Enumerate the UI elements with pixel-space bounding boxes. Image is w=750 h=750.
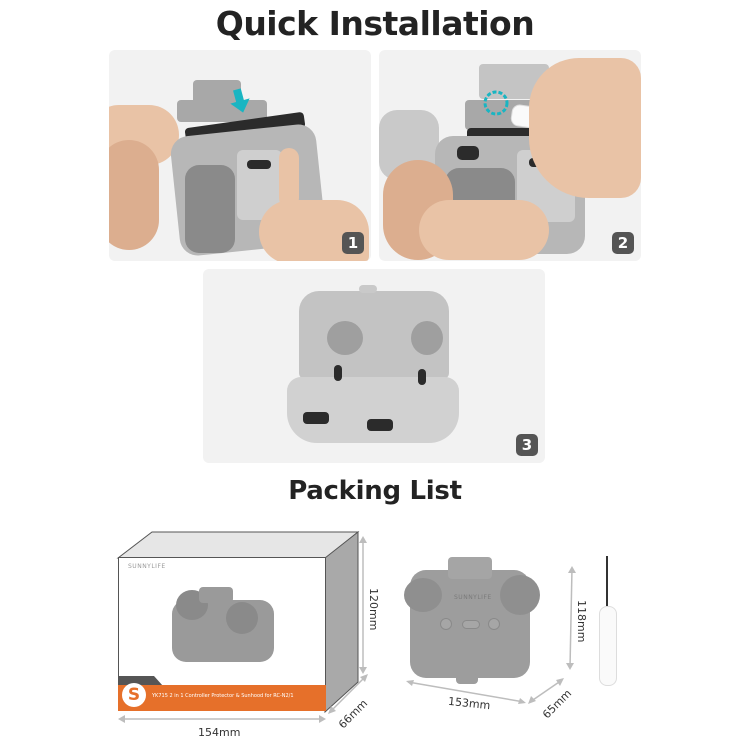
product-depth-arrow [528, 678, 564, 704]
controller-button [457, 146, 479, 160]
installation-step-3: 3 [203, 269, 545, 463]
box-height-arrow [359, 536, 367, 674]
product-width-arrow [406, 680, 526, 704]
box-controller-right-dome [226, 602, 258, 634]
left-port [303, 412, 329, 424]
step-number-badge: 2 [612, 232, 634, 254]
product-bottom-clip [456, 674, 478, 684]
sunhood-right-dome [411, 321, 443, 355]
box-width-label: 154mm [198, 726, 241, 739]
box-brand-logo: SUNNYLIFE [128, 563, 166, 570]
product-button-left [440, 618, 452, 630]
product-button-center [462, 620, 480, 629]
controller-back-left [185, 165, 235, 253]
right-port [367, 419, 393, 431]
box-controller-clip [199, 587, 233, 603]
right-hand [529, 58, 641, 198]
left-stick [334, 365, 342, 381]
right-thumb [279, 148, 299, 208]
down-arrow-teal-icon [230, 88, 250, 113]
product-right-dome [500, 575, 540, 615]
screwdriver-handle [599, 606, 617, 686]
screwdriver-shaft [606, 556, 608, 606]
product-top-clip [448, 557, 492, 579]
packing-list-title: Packing List [288, 476, 462, 506]
quick-installation-title: Quick Installation [215, 4, 535, 43]
box-product-caption: YK715 2 in 1 Controller Protector & Sunh… [152, 693, 294, 699]
left-palm [419, 200, 549, 260]
installation-step-2: 2 [379, 50, 641, 261]
installation-step-1: 1 [109, 50, 371, 261]
product-height-label: 118mm [575, 600, 588, 643]
sunhood-left-dome [327, 321, 363, 355]
sunnylife-s-logo: S [122, 683, 146, 707]
product-left-dome [404, 578, 442, 612]
controller-slot [247, 160, 271, 169]
box-depth-arrow [328, 674, 368, 714]
sunhood-clip [359, 285, 377, 293]
box-height-label: 120mm [367, 588, 380, 631]
rotate-arrow-teal-icon [483, 90, 509, 116]
controller-base [287, 377, 459, 443]
box-orange-band [118, 685, 326, 711]
right-stick [418, 369, 426, 385]
step-number-badge: 3 [516, 434, 538, 456]
product-brand-logo: SUNNYLIFE [454, 594, 492, 601]
box-top-face [116, 531, 360, 559]
product-height-arrow [566, 566, 576, 670]
step-number-badge: 1 [342, 232, 364, 254]
box-dark-stripe [118, 676, 163, 686]
product-button-right [488, 618, 500, 630]
left-fingers [109, 140, 159, 250]
box-width-arrow [118, 715, 326, 723]
